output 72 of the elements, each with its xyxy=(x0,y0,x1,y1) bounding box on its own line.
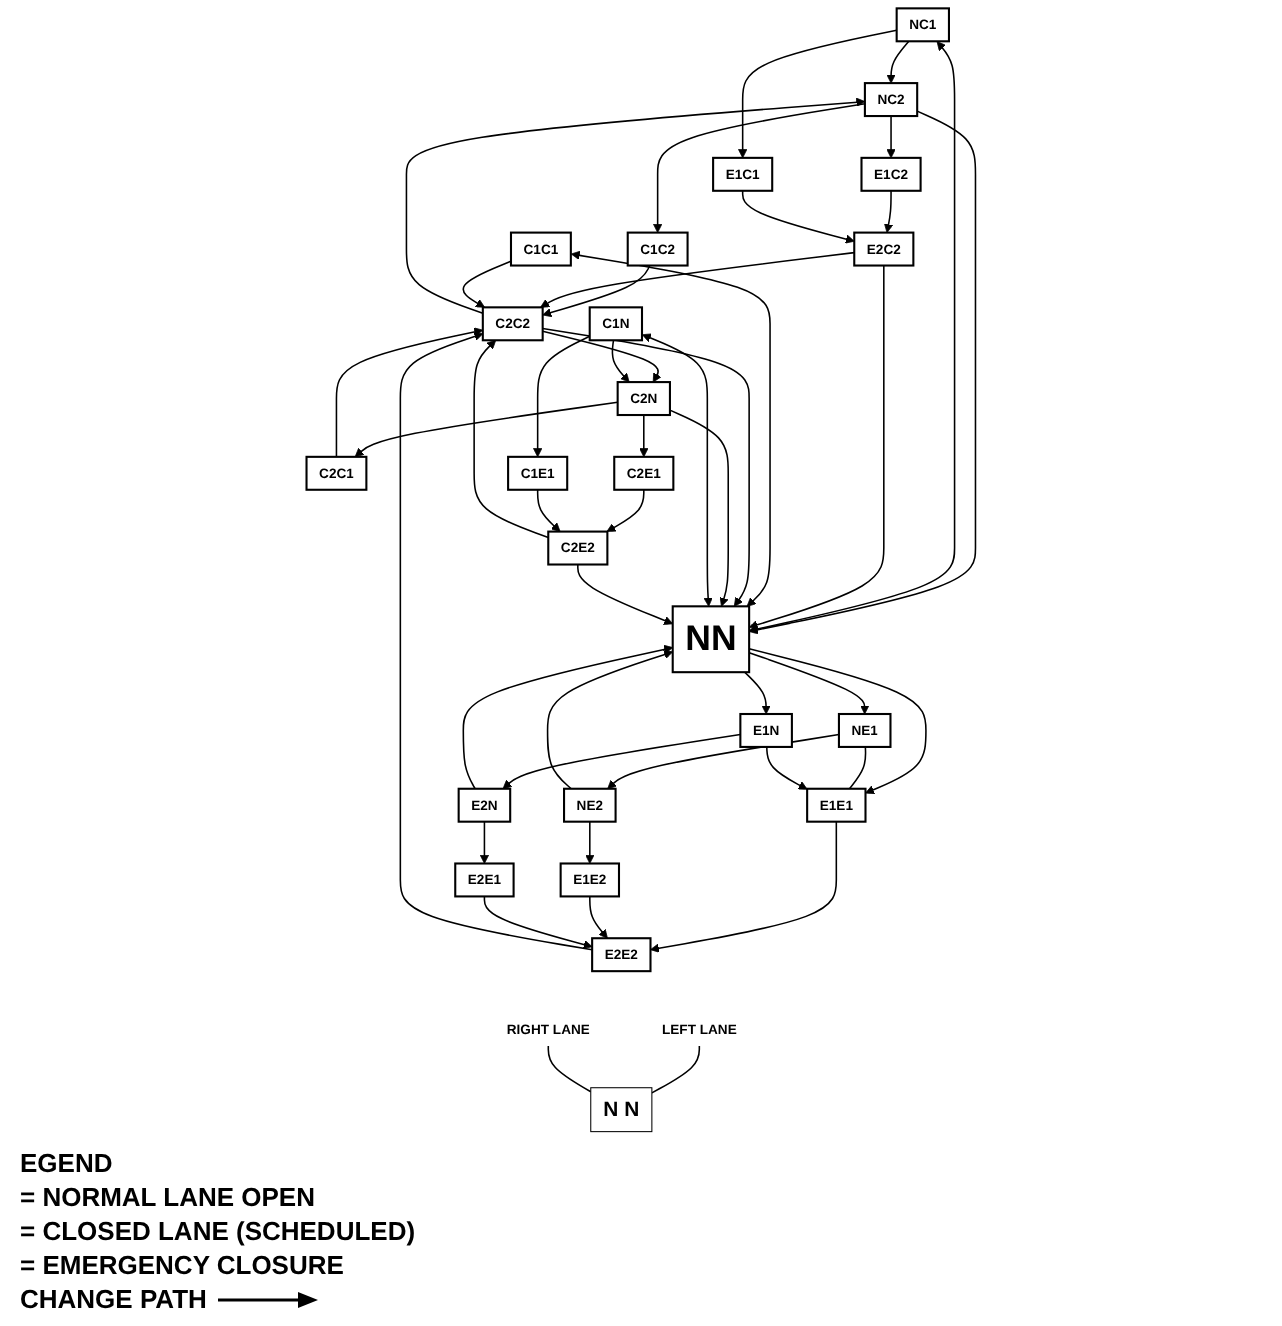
arrow xyxy=(399,332,593,951)
node-box xyxy=(613,455,675,491)
arrow xyxy=(748,651,870,715)
node-box xyxy=(590,1087,653,1133)
arrow xyxy=(577,563,674,625)
node-box xyxy=(547,530,609,566)
node-box xyxy=(739,712,793,748)
arrow xyxy=(653,102,866,233)
node-box xyxy=(591,937,652,973)
arrow xyxy=(589,895,608,939)
node-box xyxy=(305,455,368,491)
arrow xyxy=(536,489,561,532)
node-box xyxy=(671,605,751,674)
arrow xyxy=(884,190,894,233)
arrow xyxy=(743,671,771,715)
arrow xyxy=(462,644,674,790)
legend-text: = CLOSED LANE (SCHEDULED) xyxy=(20,1216,416,1246)
arrow xyxy=(354,401,619,458)
node-box xyxy=(588,306,644,342)
arrow xyxy=(533,335,591,458)
legend-heading: EGEND xyxy=(20,1148,115,1178)
arrow xyxy=(748,648,927,795)
arrow xyxy=(542,264,651,318)
node-box xyxy=(837,712,892,748)
legend-text: = NORMAL LANE OPEN xyxy=(20,1182,315,1212)
node-box xyxy=(626,231,689,267)
arrow xyxy=(641,333,713,607)
node-box xyxy=(616,381,671,417)
node-box xyxy=(712,156,774,192)
arrow xyxy=(886,115,896,159)
arrow xyxy=(650,820,838,953)
legend-text: CHANGE PATH xyxy=(20,1284,207,1314)
arrow xyxy=(741,190,855,244)
arrow xyxy=(473,339,550,539)
arrow xyxy=(462,260,512,308)
node-box xyxy=(863,82,919,118)
arrow xyxy=(479,820,490,864)
arrow xyxy=(483,895,593,949)
node-box xyxy=(507,455,569,491)
node-box xyxy=(806,787,867,823)
arrow xyxy=(669,409,729,607)
arrow xyxy=(541,327,750,607)
arrow xyxy=(335,327,484,458)
arrow xyxy=(748,41,956,634)
arrow xyxy=(748,264,885,630)
arrow xyxy=(570,250,771,607)
arrow xyxy=(766,746,808,790)
arrow xyxy=(639,414,649,458)
arrow xyxy=(502,733,742,790)
node-box xyxy=(509,231,572,267)
arrow xyxy=(541,330,662,383)
node-box xyxy=(559,862,621,898)
node-box xyxy=(853,231,915,267)
legend-text: = EMERGENCY CLOSURE xyxy=(20,1250,344,1280)
node-box xyxy=(563,787,617,823)
arrow xyxy=(886,40,910,84)
arrow xyxy=(540,251,856,308)
node-box xyxy=(454,862,515,898)
node-box xyxy=(481,306,544,342)
connector xyxy=(651,1045,701,1094)
arrow xyxy=(606,489,645,532)
node-box xyxy=(895,7,950,43)
arrow xyxy=(748,110,977,635)
arrow xyxy=(546,650,674,790)
connector xyxy=(547,1045,592,1093)
arrow xyxy=(405,97,866,315)
arrow xyxy=(585,820,595,864)
node-box xyxy=(457,787,512,823)
node-box xyxy=(860,156,922,192)
arrow xyxy=(738,29,898,159)
connector xyxy=(848,746,867,790)
arrow xyxy=(611,339,630,383)
